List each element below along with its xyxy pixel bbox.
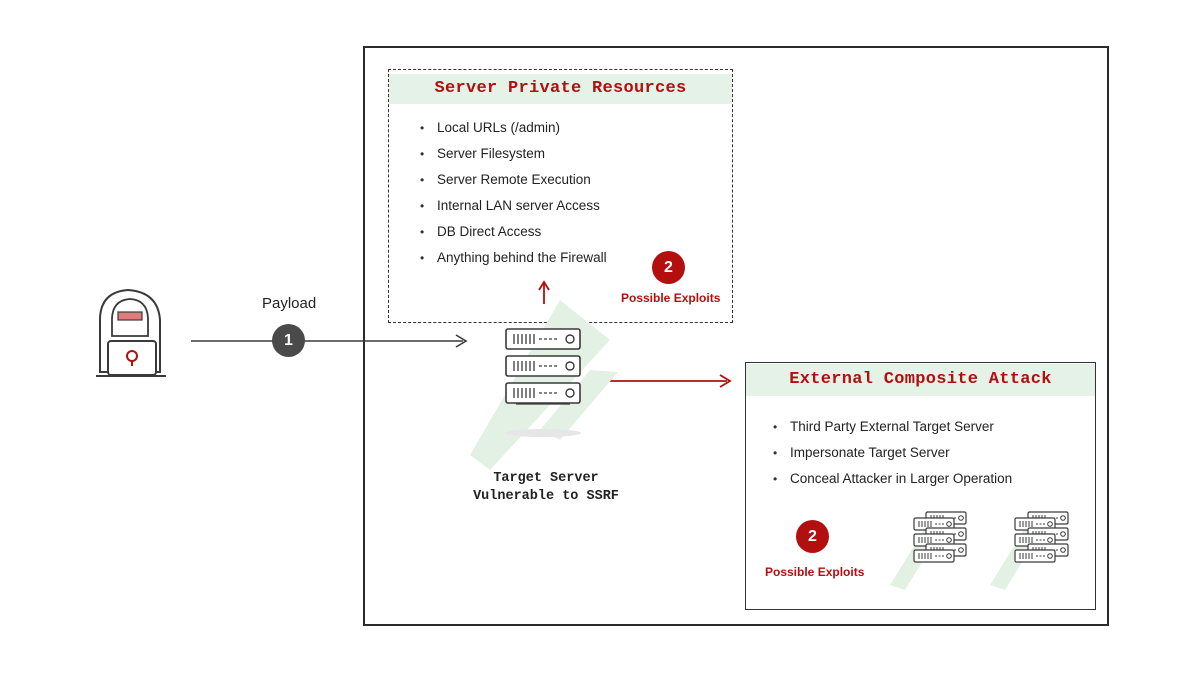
list-item: Server Remote Execution [420, 167, 607, 193]
external-exploit-step-badge: 2 [796, 520, 829, 553]
payload-label: Payload [262, 295, 317, 312]
external-attack-panel: External Composite Attack Third Party Ex… [745, 362, 1096, 610]
list-item: Conceal Attacker in Larger Operation [773, 466, 1012, 492]
server-rack-icon [990, 511, 1069, 590]
private-exploit-label: Possible Exploits [621, 291, 721, 305]
list-item: DB Direct Access [420, 219, 607, 245]
private-resources-title: Server Private Resources [389, 74, 732, 104]
list-item: Server Filesystem [420, 141, 607, 167]
private-resources-panel: Server Private Resources Local URLs (/ad… [388, 69, 733, 323]
external-exploit-label: Possible Exploits [765, 565, 865, 579]
external-attack-title: External Composite Attack [746, 364, 1095, 396]
payload-step-badge: 1 [272, 324, 305, 357]
list-item: Local URLs (/admin) [420, 115, 607, 141]
private-exploit-step-badge: 2 [652, 251, 685, 284]
private-resources-list: Local URLs (/admin) Server Filesystem Se… [420, 115, 607, 271]
target-server-caption-line2: Vulnerable to SSRF [473, 489, 619, 504]
list-item: Internal LAN server Access [420, 193, 607, 219]
target-server-caption: Target Server Vulnerable to SSRF [446, 470, 646, 506]
hacker-icon [96, 288, 166, 377]
list-item: Third Party External Target Server [773, 414, 1012, 440]
arrow-up-icon [538, 280, 550, 291]
exploit-scope-frame [363, 46, 1109, 626]
arrow-right-icon [455, 334, 468, 348]
server-rack-icon [890, 511, 967, 590]
target-server-caption-line1: Target Server [493, 471, 599, 486]
server-rack-icon [470, 300, 618, 470]
list-item: Anything behind the Firewall [420, 245, 607, 271]
arrow-right-icon [719, 374, 732, 388]
external-attack-list: Third Party External Target Server Imper… [773, 414, 1012, 492]
list-item: Impersonate Target Server [773, 440, 1012, 466]
